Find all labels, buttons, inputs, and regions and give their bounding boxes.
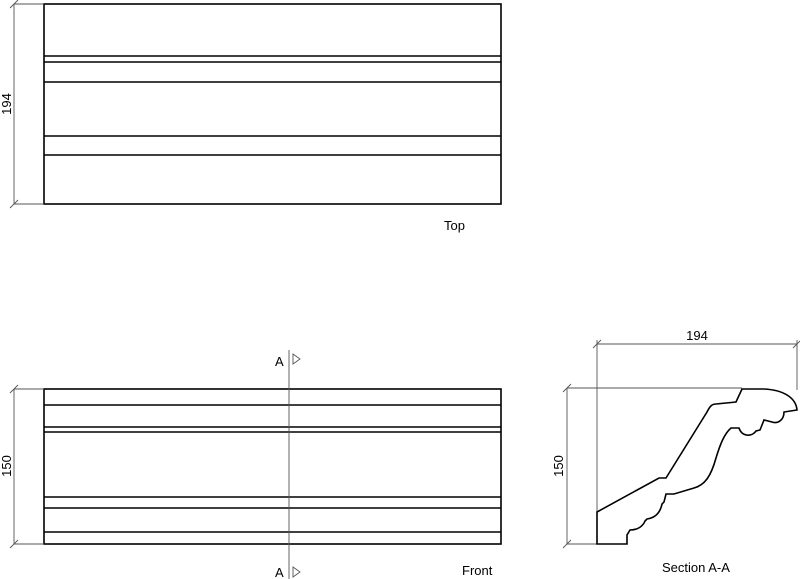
- crown-molding-profile: [596, 388, 798, 545]
- section-view-label: Section A-A: [662, 560, 730, 575]
- section-arrow-top: [292, 353, 301, 365]
- front-view: [43, 388, 502, 545]
- section-height-dimension: 150: [551, 383, 742, 549]
- section-arrow-bottom: [292, 566, 301, 578]
- front-height-dim-text: 150: [0, 455, 14, 477]
- front-height-dimension: 150: [0, 384, 44, 549]
- section-mark-bottom: A: [275, 565, 284, 579]
- top-view-outline: [43, 3, 502, 205]
- top-view-label: Top: [444, 218, 465, 233]
- section-cut-line: A A: [275, 350, 301, 579]
- section-mark-top: A: [275, 354, 284, 369]
- section-width-dim-text: 194: [686, 328, 708, 343]
- top-view: [43, 3, 502, 205]
- front-view-outline: [43, 388, 502, 545]
- top-height-dim-text: 194: [0, 93, 14, 115]
- section-width-dimension: 194: [592, 328, 800, 512]
- top-height-dimension: 194: [0, 0, 44, 209]
- section-height-dim-text: 150: [551, 455, 566, 477]
- front-view-label: Front: [462, 563, 493, 578]
